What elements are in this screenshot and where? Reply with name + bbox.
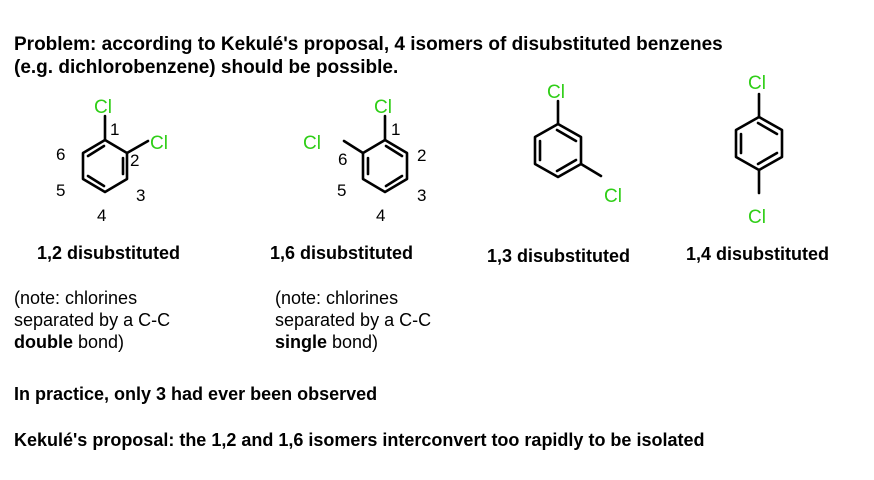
mol1-cl-right: Cl [150,133,168,154]
mol2-cl-left: Cl [303,133,321,154]
label-1-2: 1,2 disubstituted [37,243,181,263]
mol1-cl-top: Cl [94,97,112,118]
problem-line-2: (e.g. dichlorobenzene) should be possibl… [14,57,399,78]
mol1-num-4: 4 [97,206,106,225]
molecule-1-2: Cl Cl 1 2 3 4 5 6 [56,97,168,225]
note-1-2: (note: chlorines separated by a C-C doub… [14,287,170,353]
note-1-6: (note: chlorines separated by a C-C sing… [275,287,431,353]
mol1-num-6: 6 [56,145,65,164]
note-1-6-line-1: (note: chlorines [275,288,399,308]
note-1-6-line-3: single bond) [275,331,431,353]
problem-statement: Problem: according to Kekulé's proposal,… [14,33,723,79]
molecule-1-4: Cl Cl [734,73,784,228]
problem-line-1: Problem: according to Kekulé's proposal,… [14,34,723,55]
mol4-cl-top: Cl [748,73,766,94]
molecule-1-6: Cl Cl 1 2 3 4 5 6 [303,97,426,225]
mol2-num-3: 3 [417,186,426,205]
mol1-num-5: 5 [56,181,65,200]
note-1-2-line-1: (note: chlorines [14,288,138,308]
note-1-6-bold: single [275,332,328,352]
note-1-2-bold: double [14,332,73,352]
label-1-3: 1,3 disubstituted [487,246,631,266]
note-1-6-line-2: separated by a C-C [275,310,432,330]
note-1-2-rest: bond) [73,332,125,352]
label-1-6: 1,6 disubstituted [270,243,414,263]
label-1-4: 1,4 disubstituted [686,244,830,264]
mol4-cl-bottom: Cl [748,207,766,228]
mol1-num-2: 2 [130,151,139,170]
mol2-num-6: 6 [338,150,347,169]
mol3-cl-bottom: Cl [604,186,622,207]
mol2-num-2: 2 [417,146,426,165]
mol2-num-4: 4 [376,206,385,225]
mol2-num-5: 5 [337,181,346,200]
mol1-num-1: 1 [110,120,119,139]
mol1-num-3: 3 [136,186,145,205]
molecule-1-3: Cl Cl [533,82,622,207]
practice-statement: In practice, only 3 had ever been observ… [14,384,378,404]
mol2-num-1: 1 [391,120,400,139]
note-1-2-line-2: separated by a C-C [14,310,171,330]
mol3-cl-top: Cl [547,82,565,103]
mol2-cl-top: Cl [374,97,392,118]
proposal-statement: Kekulé's proposal: the 1,2 and 1,6 isome… [14,430,705,450]
note-1-2-line-3: double bond) [14,331,170,353]
note-1-6-rest: bond) [327,332,379,352]
